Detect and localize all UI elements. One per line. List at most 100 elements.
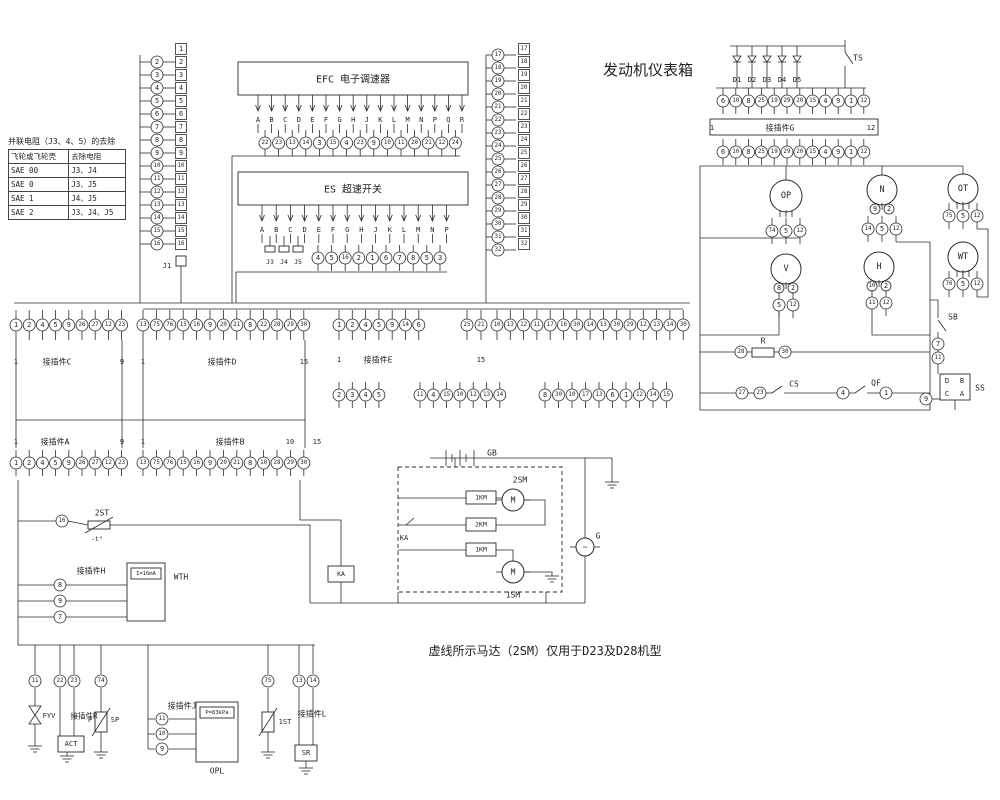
efc-terminals-terminal	[312, 136, 326, 150]
label: 11	[533, 322, 540, 328]
label: 16	[178, 241, 185, 247]
connector-d-pins-terminal	[257, 318, 271, 332]
label: 20	[220, 460, 227, 466]
left-terminal-circles-terminal	[150, 172, 164, 186]
label: 20	[796, 98, 803, 104]
connector-h-pins-terminal	[53, 578, 67, 592]
label: 15	[663, 392, 670, 398]
terminal-circle	[931, 351, 945, 365]
connector-arrow-icon	[268, 104, 275, 113]
connector-arrow-icon	[391, 104, 397, 113]
label: 4	[841, 389, 845, 397]
gauge-water-temp-label: WT	[958, 252, 968, 262]
label: 13	[154, 202, 161, 208]
mid-terminal-circles-terminal	[491, 48, 505, 62]
label: 12	[154, 189, 161, 195]
label: 7	[58, 613, 62, 621]
efc-pins-letter: K	[378, 116, 383, 124]
row2-c-terminal	[660, 388, 673, 402]
label: 1	[141, 358, 145, 366]
label: 12	[860, 149, 867, 155]
label: 13	[507, 322, 514, 328]
label: 2SM	[513, 476, 528, 485]
efc-pins-letter: P	[433, 116, 437, 124]
connector-e-label: 接插件E	[364, 355, 393, 365]
label: 30	[555, 392, 562, 398]
row2-c-terminal	[633, 388, 646, 402]
label: CS	[789, 380, 799, 389]
label: 11	[32, 678, 39, 684]
left-terminal-circles-terminal	[150, 81, 164, 95]
es-title: ES 超速开关	[324, 183, 382, 196]
label: 12	[438, 140, 445, 146]
label: 1	[710, 124, 714, 132]
left-terminal-strip-pin	[175, 212, 187, 224]
label: 10	[456, 392, 463, 398]
label: 3	[155, 71, 159, 79]
row2-b-terminal	[480, 388, 493, 402]
es-terminals-terminal	[420, 251, 434, 265]
label: 16	[342, 255, 349, 261]
mid-terminal-strip-pin	[518, 225, 530, 237]
relay-1km-b	[465, 542, 497, 557]
es-pins-letter: B	[274, 226, 278, 234]
label: 14	[865, 226, 872, 232]
connector-arrow-icon	[443, 214, 450, 223]
mid-terminal-circles-terminal	[491, 204, 505, 218]
label: D	[945, 377, 949, 385]
connector-g-bottom-terminal	[755, 145, 768, 159]
gauge-op-terminals-terminal	[765, 224, 779, 238]
label: 13	[289, 140, 296, 146]
wth-box	[126, 562, 166, 622]
label: D5	[793, 76, 801, 84]
connector-j-pins-terminal	[155, 727, 169, 741]
label: 28	[274, 322, 281, 328]
connector-arrow-icon	[282, 104, 289, 113]
connector-g-top-terminal	[716, 94, 730, 108]
label: 12	[105, 322, 112, 328]
label: 5	[880, 225, 884, 233]
left-terminal-strip-pin	[175, 69, 187, 81]
mid-terminal-strip-pin	[518, 212, 530, 224]
label: 2ST	[95, 509, 110, 518]
connector-arrow-icon	[386, 214, 393, 223]
efc-pins-letter: N	[419, 116, 423, 124]
connector-e-extra-terminal	[474, 318, 488, 332]
label: 20	[495, 91, 502, 97]
connector-d-pins-terminal	[163, 318, 177, 332]
connector-e-pins-terminal	[359, 318, 373, 332]
label: 1	[14, 438, 18, 446]
label: 21	[521, 98, 528, 104]
label: 10	[159, 731, 166, 737]
wire	[110, 524, 311, 603]
label: 4	[823, 97, 827, 105]
label: 14	[650, 392, 657, 398]
connector-arrow-icon	[401, 214, 407, 223]
label: 10	[869, 283, 876, 289]
es-pins-letter: E	[317, 226, 321, 234]
label: 6	[417, 321, 421, 329]
label: 5	[330, 254, 334, 262]
label: 11	[869, 300, 876, 306]
wire	[91, 707, 111, 737]
es-terminals-terminal	[365, 251, 379, 265]
mid-terminal-strip-pin	[518, 82, 530, 94]
connector-arrow-icon	[372, 214, 379, 223]
label: 2	[357, 254, 361, 262]
mid-terminal-circles-terminal	[491, 126, 505, 140]
gauge-ot-terminals-terminal	[956, 209, 970, 223]
efc-terminals-terminal	[326, 136, 340, 150]
row2-b-terminal	[413, 388, 427, 402]
left-terminal-strip-pin	[175, 147, 187, 159]
efc-terminals-terminal	[367, 136, 381, 150]
row2-b-terminal	[426, 388, 440, 402]
terminal-circle	[735, 386, 749, 400]
mid-terminal-strip-pin	[518, 238, 530, 250]
label: 19	[771, 149, 778, 155]
label: 75	[153, 460, 160, 466]
relay-ka	[327, 565, 355, 583]
label: D2	[748, 76, 756, 84]
mid-terminal-strip-pin	[518, 186, 530, 198]
mid-terminal-circles-terminal	[491, 191, 505, 205]
